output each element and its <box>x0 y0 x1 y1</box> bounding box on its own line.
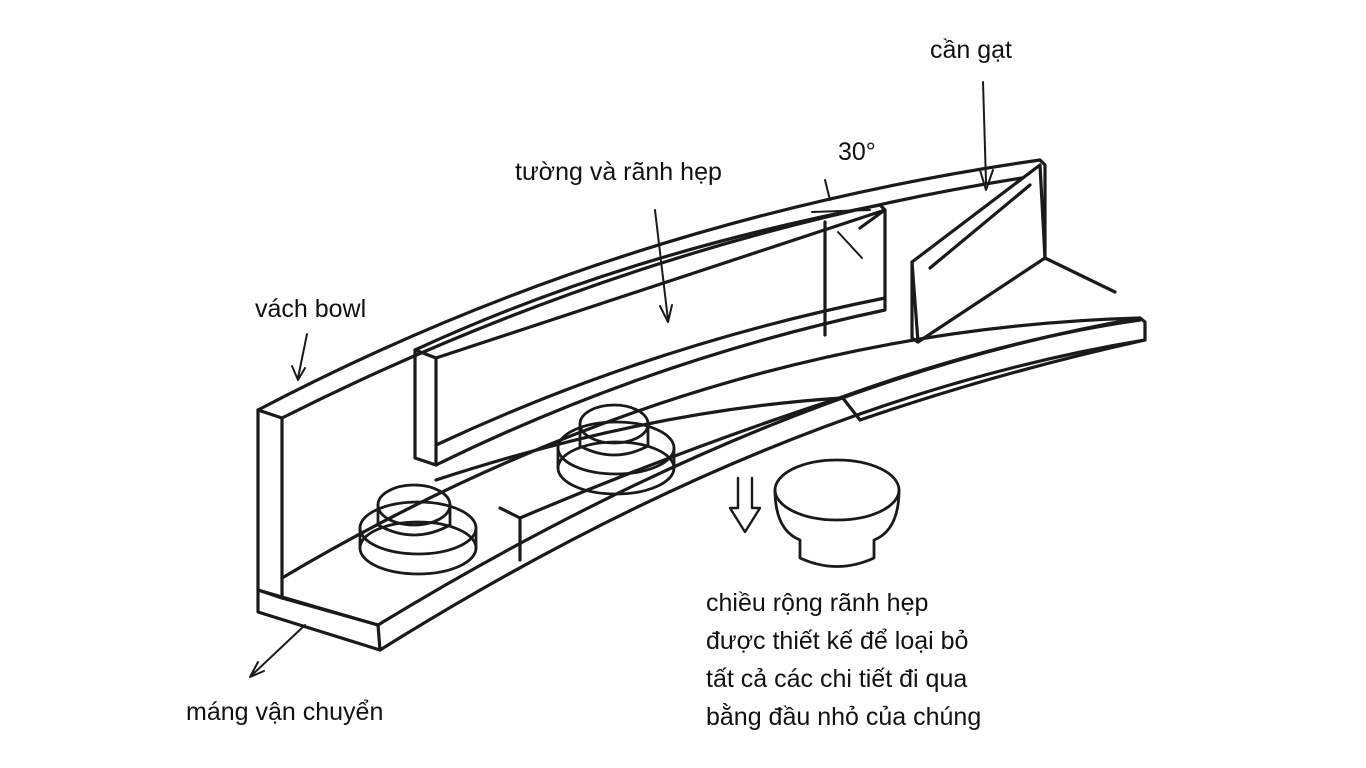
slot-note-line: chiều rộng rãnh hẹp <box>706 589 929 617</box>
rejected-part <box>773 458 901 568</box>
slot-note-line: bằng đầu nhỏ của chúng <box>706 703 982 731</box>
part-upright-far <box>556 403 676 496</box>
angle-label: 30° <box>838 138 876 166</box>
bowl-wall <box>256 158 1142 600</box>
track-floor <box>256 316 1147 652</box>
wall-slot-label: tường và rãnh hẹp <box>515 158 722 186</box>
falling-arrow-icon <box>728 476 762 534</box>
bowl-wall-label: vách bowl <box>255 295 367 323</box>
angle-indicator <box>811 179 871 259</box>
slot-note: chiều rộng rãnh hẹp được thiết kế để loạ… <box>706 584 981 736</box>
lever-label: cần gạt <box>930 36 1013 64</box>
slot-note-line: được thiết kế để loại bỏ <box>706 627 969 655</box>
slot-note-line: tất cả các chi tiết đi qua <box>706 665 968 693</box>
leader-lines <box>249 81 994 678</box>
wiper-lever <box>910 163 1047 344</box>
track-label: máng vận chuyển <box>186 698 384 726</box>
part-upright-near <box>358 483 478 576</box>
